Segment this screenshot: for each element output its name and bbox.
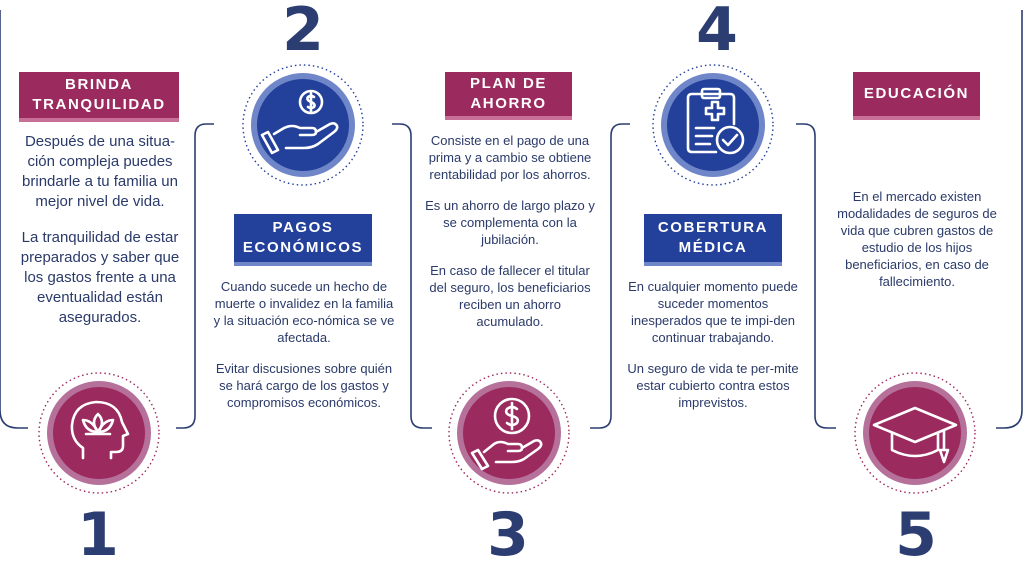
- graduation-cap-icon: [854, 372, 976, 494]
- step-5-paragraph-1: En el mercado existen modalidades de seg…: [837, 189, 997, 289]
- step-4-title-line-2: MÉDICA: [678, 239, 748, 256]
- step-1-title-line-2: TRANQUILIDAD: [32, 96, 166, 113]
- step-1-paragraph-1: Después de una situa-ción compleja puede…: [22, 133, 178, 210]
- step-1-title: BRINDA TRANQUILIDAD: [19, 72, 179, 122]
- step-4-paragraph-2: Un seguro de vida te per-mite estar cubi…: [627, 361, 799, 410]
- step-2-title-line-2: ECONÓMICOS: [242, 239, 364, 256]
- hand-coin-icon: [242, 64, 364, 186]
- step-1-description: Después de una situa-ción compleja puede…: [14, 132, 186, 344]
- step-3-paragraph-1: Consiste en el pago de una prima y a cam…: [428, 133, 592, 182]
- step-3-description: Consiste en el pago de una prima y a cam…: [424, 132, 596, 344]
- medical-clipboard-icon: [652, 64, 774, 186]
- step-4-title: COBERTURA MÉDICA: [644, 214, 782, 266]
- lotus-head-icon: [38, 372, 160, 494]
- step-1-paragraph-2: La tranquilidad de estar preparados y sa…: [20, 229, 180, 326]
- step-2-title-line-1: PAGOS: [272, 219, 334, 236]
- step-2-paragraph-2: Evitar discusiones sobre quién se hará c…: [215, 361, 393, 410]
- step-number-4: 4: [696, 0, 738, 65]
- hand-dollar-icon: [448, 372, 570, 494]
- step-4-title-line-1: COBERTURA: [657, 219, 769, 236]
- step-3-title-line-2: AHORRO: [470, 95, 547, 112]
- step-number-3: 3: [487, 500, 529, 570]
- step-2-description: Cuando sucede un hecho de muerte o inval…: [213, 278, 395, 425]
- step-5-title-line-1: EDUCACIÓN: [863, 85, 970, 102]
- step-1-title-line-1: BRINDA: [65, 76, 133, 93]
- step-3-title-line-1: PLAN DE: [469, 75, 548, 92]
- step-number-1: 1: [77, 500, 119, 570]
- step-3-title: PLAN DE AHORRO: [445, 72, 572, 120]
- step-number-2: 2: [282, 0, 324, 65]
- step-number-5: 5: [895, 500, 937, 570]
- step-3-paragraph-3: En caso de fallecer el titular del segur…: [429, 263, 591, 329]
- step-2-paragraph-1: Cuando sucede un hecho de muerte o inval…: [213, 279, 395, 345]
- step-4-description: En cualquier momento puede suceder momen…: [625, 278, 801, 425]
- step-5-title: EDUCACIÓN: [853, 72, 980, 120]
- step-3-paragraph-2: Es un ahorro de largo plazo y se complem…: [425, 198, 595, 247]
- step-4-paragraph-1: En cualquier momento puede suceder momen…: [628, 279, 798, 345]
- step-5-description: En el mercado existen modalidades de seg…: [826, 188, 1008, 304]
- step-2-title: PAGOS ECONÓMICOS: [234, 214, 372, 266]
